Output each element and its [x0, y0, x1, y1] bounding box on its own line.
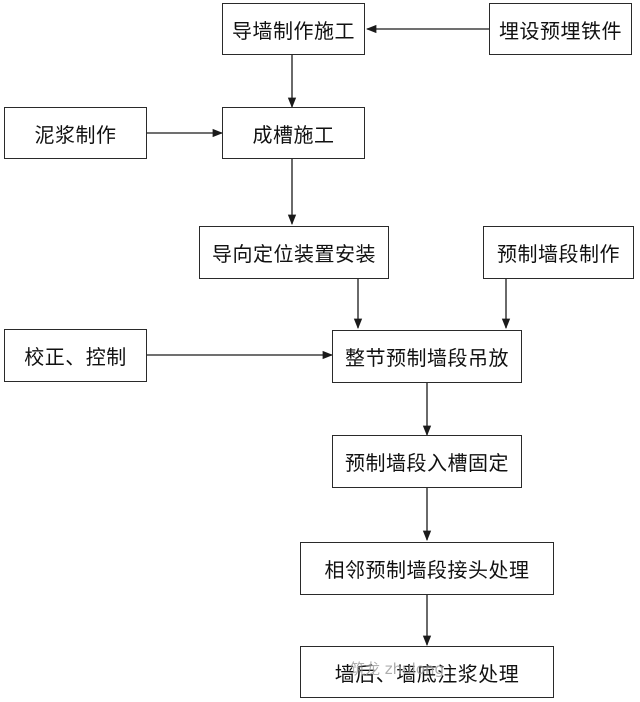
watermark: 筑龙 zhulong [350, 660, 445, 678]
node-joint: 相邻预制墙段接头处理 [300, 542, 554, 595]
node-embed-iron: 埋设预埋铁件 [489, 3, 632, 55]
node-correction: 校正、控制 [4, 329, 147, 382]
node-guide-wall: 导墙制作施工 [222, 3, 365, 55]
node-trenching: 成槽施工 [222, 107, 365, 159]
node-grouting: 墙后、墙底注浆处理 [300, 646, 554, 698]
node-precast-make: 预制墙段制作 [483, 226, 634, 279]
node-hoisting: 整节预制墙段吊放 [332, 330, 522, 383]
node-slurry: 泥浆制作 [4, 107, 147, 159]
node-positioning: 导向定位装置安装 [199, 226, 389, 279]
node-fixing: 预制墙段入槽固定 [332, 435, 522, 488]
